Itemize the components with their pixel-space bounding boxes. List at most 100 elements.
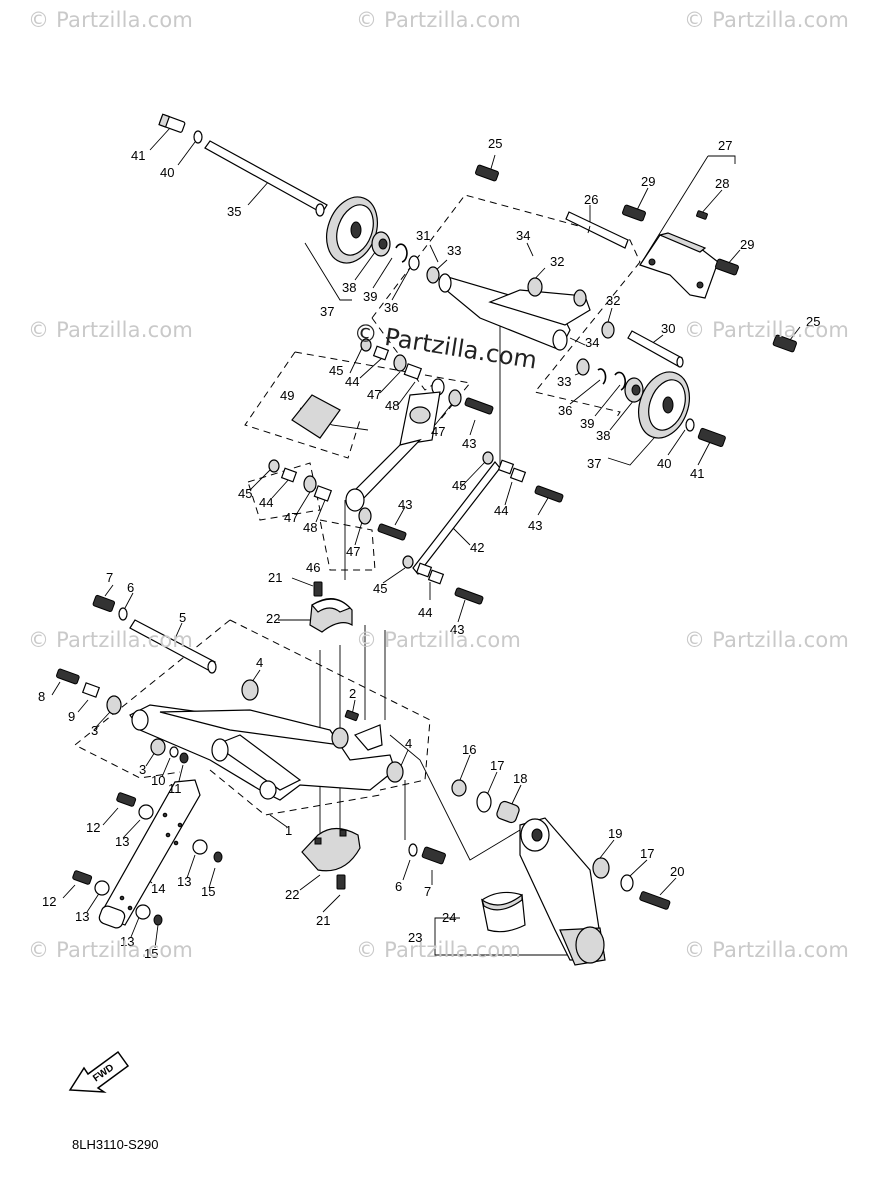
callout-40: 40 <box>160 165 174 180</box>
callout-labels: 41 40 35 38 39 37 36 31 33 34 32 25 26 2… <box>38 136 820 961</box>
circlip-39-top <box>395 243 408 263</box>
callout-33-right: 33 <box>557 374 571 389</box>
callout-32-right: 32 <box>606 293 620 308</box>
nut-15-lower <box>153 914 163 926</box>
callout-33: 33 <box>447 243 461 258</box>
washer-6-left <box>118 607 128 621</box>
bushing-44-lower <box>280 467 298 483</box>
diagram-code: 8LH3110-S290 <box>72 1137 159 1152</box>
callout-3-lower: 3 <box>139 762 146 777</box>
watermark: © Partzilla.com <box>28 938 194 962</box>
link-rod-42 <box>402 451 564 605</box>
callout-26: 26 <box>584 192 598 207</box>
nut-11 <box>179 752 189 764</box>
callout-10: 10 <box>151 773 165 788</box>
strap-14 <box>98 779 201 929</box>
bolt-20 <box>639 891 671 910</box>
callout-46: 46 <box>306 560 320 575</box>
washer-40-top <box>193 130 203 144</box>
callout-17-lower: 17 <box>640 846 654 861</box>
collar-33-top <box>426 266 440 284</box>
callout-4-left: 4 <box>256 655 263 670</box>
watermark: © Partzilla.com <box>356 628 522 652</box>
callout-38-right: 38 <box>596 428 610 443</box>
callout-37: 37 <box>320 304 334 319</box>
bolt-12-lower <box>72 870 93 885</box>
callout-4-right: 4 <box>405 736 412 751</box>
callout-22-top: 22 <box>266 611 280 626</box>
circlip-36-right <box>597 368 607 385</box>
callout-2: 2 <box>349 686 356 701</box>
bushing-4-right <box>386 761 404 783</box>
circlip-39-right <box>614 371 627 391</box>
callout-16: 16 <box>462 742 476 757</box>
callout-13-a: 13 <box>115 834 129 849</box>
callout-20: 20 <box>670 864 684 879</box>
callout-40-right: 40 <box>657 456 671 471</box>
bolt-7-left <box>92 594 116 612</box>
callout-41-right: 41 <box>690 466 704 481</box>
callout-29-right: 29 <box>740 237 754 252</box>
cover-49 <box>291 394 341 439</box>
shaft-26 <box>565 211 629 249</box>
callout-7-left: 7 <box>106 570 113 585</box>
callout-22-bottom: 22 <box>285 887 299 902</box>
callout-34-right: 34 <box>585 335 599 350</box>
collar-33-right <box>576 358 590 376</box>
callout-29: 29 <box>641 174 655 189</box>
callout-43-a: 43 <box>462 436 476 451</box>
bolt-43-mid <box>377 523 407 541</box>
bolt-25-right <box>772 334 797 353</box>
callout-14: 14 <box>151 881 165 896</box>
collar-9 <box>81 682 101 698</box>
callout-24: 24 <box>442 910 456 925</box>
callout-32: 32 <box>550 254 564 269</box>
callout-25: 25 <box>488 136 502 151</box>
bushing-18 <box>496 800 520 824</box>
callout-44-c: 44 <box>494 503 508 518</box>
spacer-47-bottom <box>358 507 372 525</box>
bushing-32-top <box>527 277 543 297</box>
bushing-48-lower <box>313 485 333 502</box>
spacer-47-lower <box>303 475 317 493</box>
bolt-25-top <box>475 164 499 182</box>
callout-1: 1 <box>285 823 292 838</box>
callout-23: 23 <box>408 930 422 945</box>
callout-28: 28 <box>715 176 729 191</box>
washer-17-upper <box>476 791 492 813</box>
shock-absorber <box>345 378 445 512</box>
callout-17-upper: 17 <box>490 758 504 773</box>
spacer-47-mid <box>448 389 462 407</box>
callout-7-right: 7 <box>424 884 431 899</box>
callout-39: 39 <box>363 289 377 304</box>
callout-8: 8 <box>38 689 45 704</box>
callout-45-c: 45 <box>452 478 466 493</box>
collar-36-top <box>408 255 420 271</box>
bolt-43-upper <box>464 397 494 415</box>
shaft-30 <box>627 330 684 368</box>
callout-13-d: 13 <box>120 934 134 949</box>
washer-13-d <box>135 904 151 920</box>
collar-45-upper <box>360 338 372 352</box>
washer-40-right <box>685 418 695 432</box>
callout-12-upper: 12 <box>86 820 100 835</box>
callout-21-bottom: 21 <box>316 913 330 928</box>
watermark: © Partzilla.com <box>684 318 850 342</box>
callout-36-right: 36 <box>558 403 572 418</box>
callout-13-c: 13 <box>75 909 89 924</box>
watermark: © Partzilla.com <box>28 8 194 32</box>
bushing-32-right <box>601 321 615 339</box>
callout-11: 11 <box>168 781 182 796</box>
callout-37-right: 37 <box>587 456 601 471</box>
bushing-48-upper <box>403 363 423 380</box>
screw-21-bottom <box>336 874 346 890</box>
callout-9: 9 <box>68 709 75 724</box>
callout-39-right: 39 <box>580 416 594 431</box>
watermark: © Partzilla.com <box>684 8 850 32</box>
bearing-38-right <box>624 377 644 403</box>
spacer-47-upper <box>393 354 407 372</box>
bolt-7-right <box>421 846 446 865</box>
watermark: © Partzilla.com <box>356 938 522 962</box>
bracket-27 <box>639 232 719 299</box>
callout-47-d: 47 <box>346 544 360 559</box>
